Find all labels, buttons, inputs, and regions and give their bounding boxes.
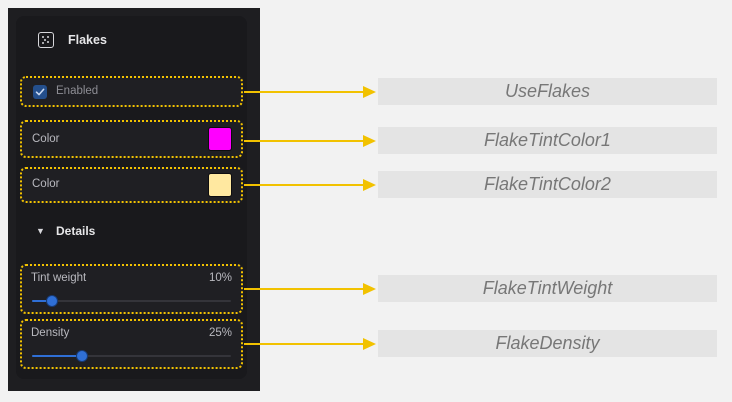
- density-label: Density: [31, 327, 70, 339]
- color2-row: Color: [20, 167, 243, 203]
- density-thumb[interactable]: [75, 350, 88, 362]
- panel-header: Flakes: [38, 30, 107, 50]
- tint-weight-value: 10%: [208, 272, 232, 284]
- density-value: 25%: [208, 327, 232, 339]
- color1-label: Color: [32, 133, 60, 145]
- panel-title: Flakes: [68, 33, 107, 47]
- color2-swatch[interactable]: [208, 173, 232, 197]
- enabled-checkbox[interactable]: [33, 85, 47, 99]
- checkmark-icon: [35, 88, 45, 96]
- annotation-flake-tint-color2: FlakeTintColor2: [378, 171, 717, 198]
- tint-weight-thumb[interactable]: [45, 295, 58, 307]
- color1-swatch[interactable]: [208, 127, 232, 151]
- annotation-flake-tint-color1: FlakeTintColor1: [378, 127, 717, 154]
- enabled-checkbox-row[interactable]: Enabled: [20, 76, 243, 107]
- annotation-use-flakes: UseFlakes: [378, 78, 717, 105]
- details-label: Details: [56, 224, 96, 238]
- density-slider-row: Density 25%: [20, 319, 243, 369]
- tint-weight-slider-row: Tint weight 10%: [20, 264, 243, 314]
- details-section-toggle[interactable]: ▼ Details: [36, 224, 95, 238]
- density-fill: [32, 355, 82, 357]
- dotted-square-icon: [38, 32, 54, 48]
- tint-weight-track[interactable]: [32, 295, 231, 307]
- annotation-flake-density: FlakeDensity: [378, 330, 717, 357]
- color1-row: Color: [20, 120, 243, 158]
- caret-down-icon: ▼: [36, 226, 45, 236]
- tint-weight-label: Tint weight: [31, 272, 87, 284]
- tint-weight-fill: [32, 300, 52, 302]
- color2-label: Color: [32, 178, 60, 190]
- enabled-label: Enabled: [56, 85, 99, 97]
- density-track[interactable]: [32, 350, 231, 362]
- annotation-flake-tint-weight: FlakeTintWeight: [378, 275, 717, 302]
